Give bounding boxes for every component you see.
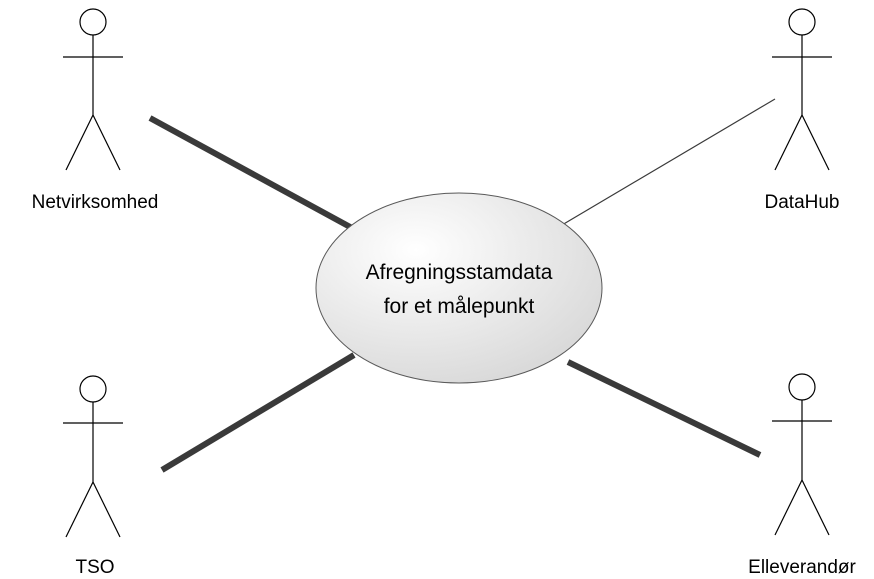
stick-figure-actor-icon	[63, 375, 123, 538]
actor-label-tso: TSO	[75, 557, 114, 578]
stick-figure-actor-icon	[63, 8, 123, 171]
use-case-title-line1: Afregningsstamdata	[366, 261, 553, 284]
stick-figure-actor-icon	[772, 373, 832, 536]
actor-label-netvirksomhed: Netvirksomhed	[32, 192, 159, 213]
actor-label-elleverandor: Elleverandør	[748, 557, 856, 578]
actor-elleverandor[interactable]: Elleverandør	[748, 373, 857, 578]
use-case-ellipse[interactable]: Afregningsstamdata for et målepunkt	[315, 192, 603, 384]
actor-label-datahub: DataHub	[765, 192, 840, 213]
actor-netvirksomhed[interactable]: Netvirksomhed	[32, 8, 159, 213]
association-datahub	[561, 98, 776, 226]
association-elleverandor	[566, 359, 762, 458]
association-tso	[160, 352, 356, 473]
stick-figure-actor-icon	[772, 8, 832, 171]
association-netvirksomhed	[148, 115, 354, 231]
use-case-title-line2: for et målepunkt	[384, 295, 535, 318]
actor-datahub[interactable]: DataHub	[765, 8, 840, 213]
actor-tso[interactable]: TSO	[63, 375, 123, 578]
